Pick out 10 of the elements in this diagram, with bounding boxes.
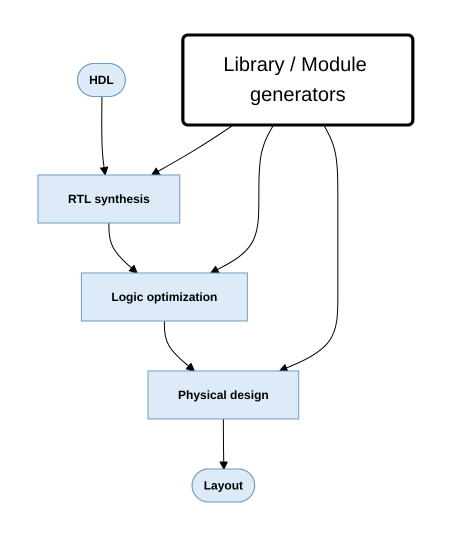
arrow: [164, 320, 195, 372]
arrow: [279, 125, 338, 372]
node-box: RTL synthesis: [38, 174, 180, 224]
arrow: [100, 96, 108, 176]
arrow: [210, 125, 274, 274]
node-box: Logic optimization: [80, 272, 248, 322]
arrow: [151, 125, 234, 176]
arrow: [219, 418, 228, 470]
node-box: Physical design: [148, 370, 300, 420]
arrow: [108, 222, 138, 274]
